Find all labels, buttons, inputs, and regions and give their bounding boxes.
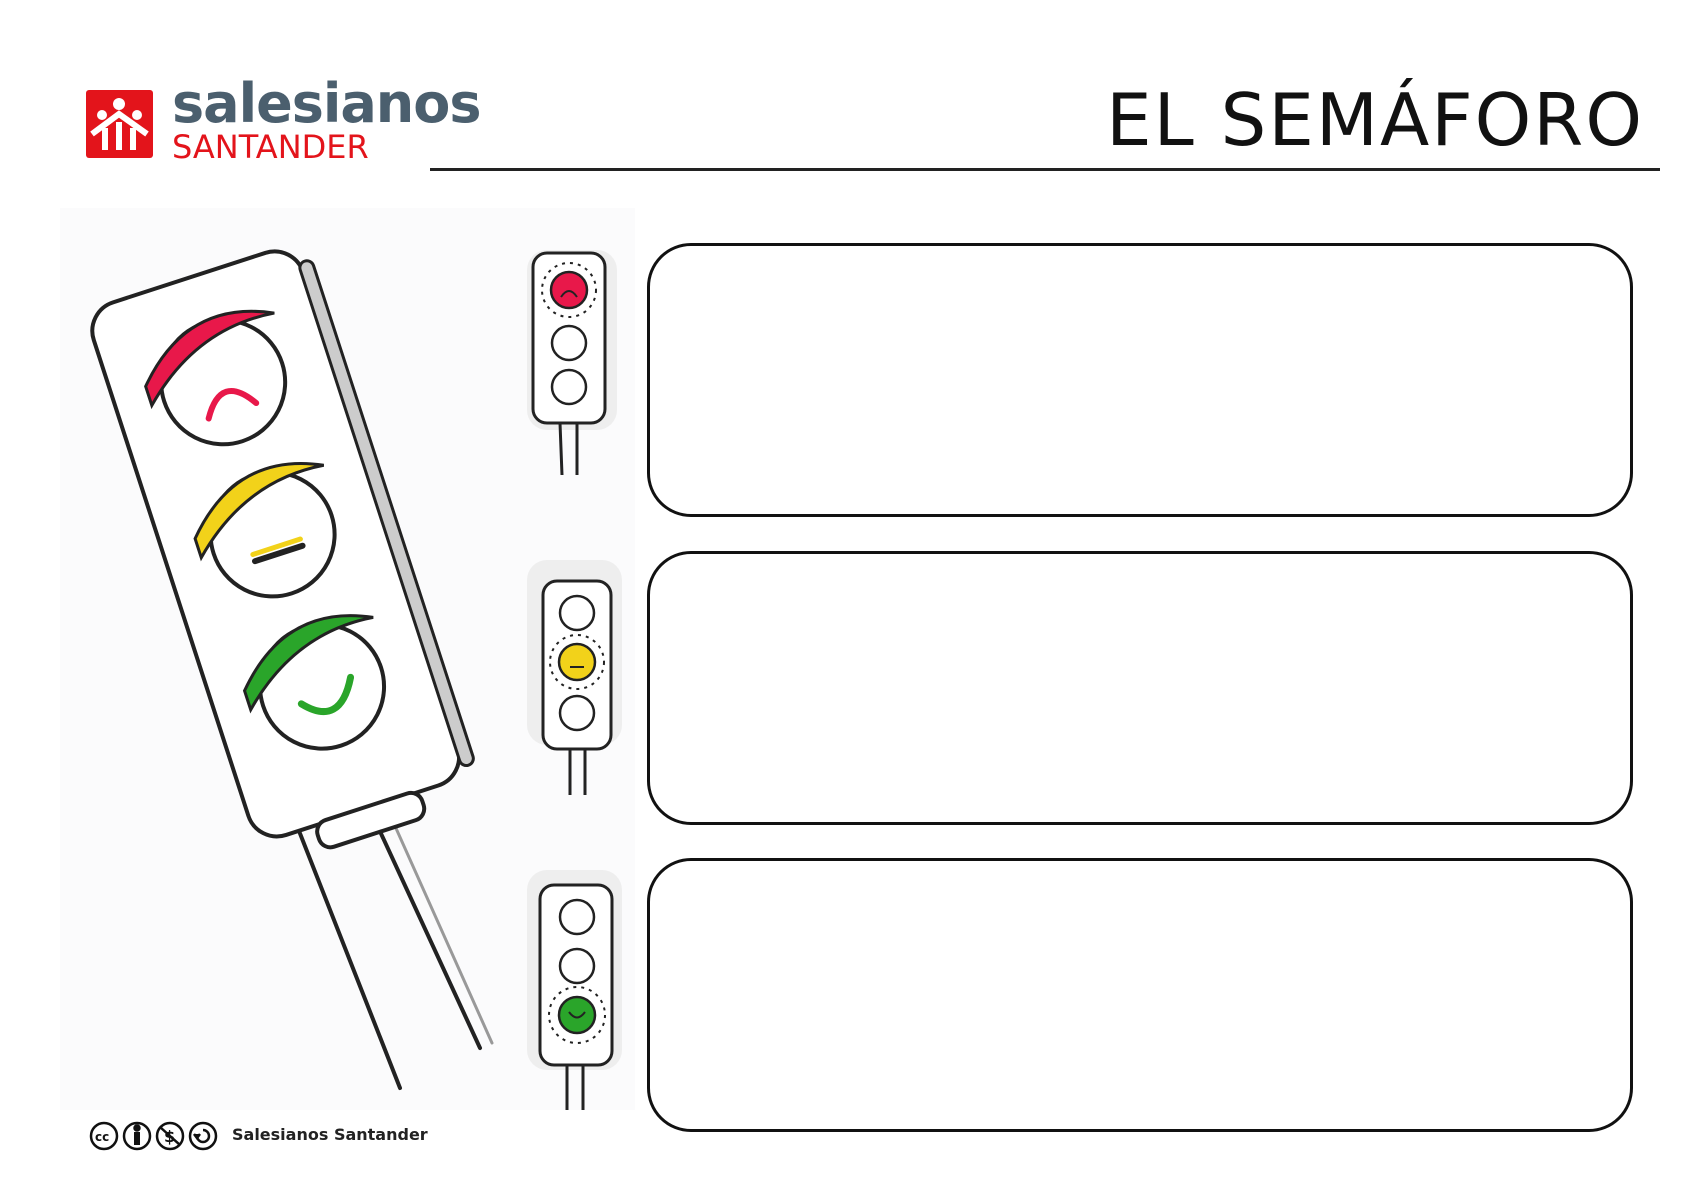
svg-text:cc: cc — [95, 1130, 109, 1144]
sa-icon — [188, 1121, 218, 1151]
footer-credit: Salesianos Santander — [232, 1125, 428, 1144]
title-divider — [430, 168, 1660, 171]
cc-icon: cc — [89, 1121, 119, 1151]
answer-box-yellow[interactable] — [647, 551, 1633, 825]
answer-box-green[interactable] — [647, 858, 1633, 1132]
logo-icon — [86, 90, 153, 158]
page-title: EL SEMÁFORO — [1106, 78, 1644, 162]
mini-traffic-light-green — [515, 865, 630, 1120]
mini-traffic-light-red — [515, 245, 630, 500]
mini-traffic-light-yellow — [515, 555, 630, 810]
brand-subtitle: SANTANDER — [172, 128, 369, 166]
license-badge: cc $ — [88, 1120, 220, 1157]
brand-name: salesianos — [172, 72, 481, 135]
by-icon — [122, 1121, 152, 1151]
nc-icon: $ — [155, 1121, 185, 1151]
answer-box-red[interactable] — [647, 243, 1633, 517]
